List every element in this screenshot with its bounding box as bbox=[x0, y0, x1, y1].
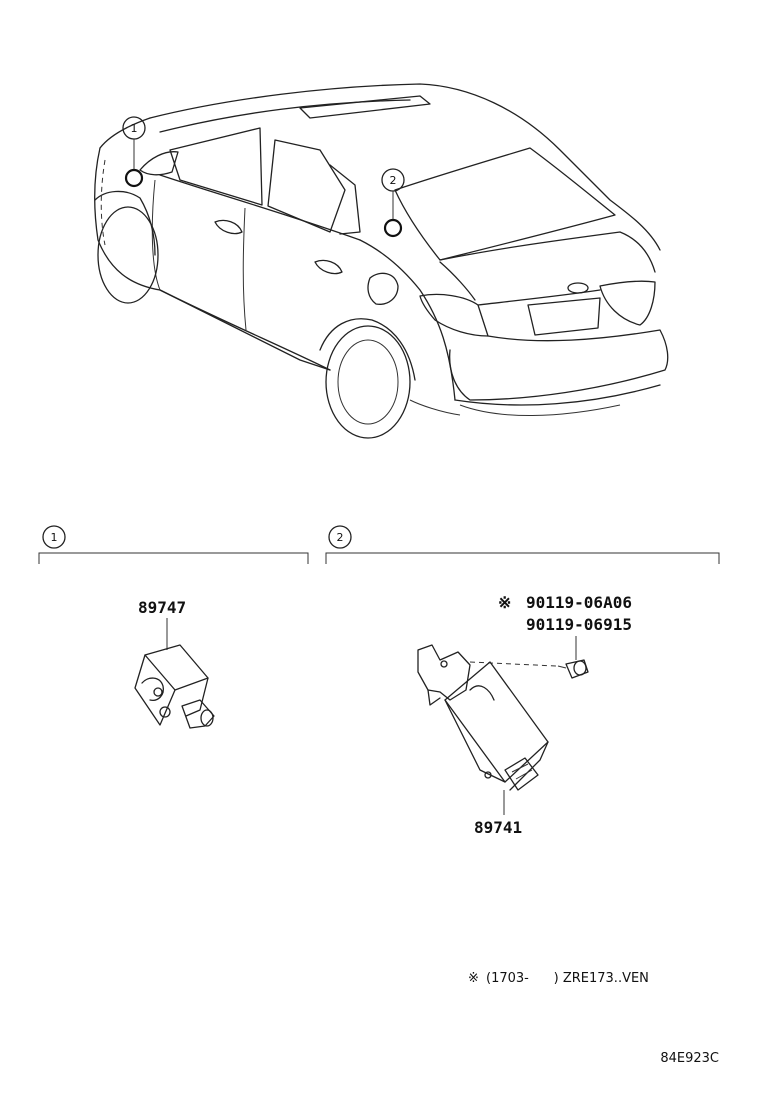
part-90119-06A06-label: 90119-06A06 bbox=[526, 593, 632, 612]
part-90119-06915-label: 90119-06915 bbox=[526, 615, 632, 634]
footnote-text: (1703- ) ZRE173..VEN bbox=[486, 971, 649, 986]
callout-1-label: 1 bbox=[131, 122, 138, 135]
part-89741-label: 89741 bbox=[474, 818, 522, 837]
callout-1-marker bbox=[124, 168, 144, 188]
section-2-header: 2 bbox=[325, 525, 720, 564]
footnote-mark: ※ bbox=[468, 971, 479, 986]
callout-2-marker bbox=[383, 218, 403, 238]
bolt-drawing bbox=[469, 659, 589, 679]
diagram-code: 84E923C bbox=[660, 1051, 719, 1066]
footnote: ※ (1703- ) ZRE173..VEN bbox=[468, 971, 649, 986]
section-1-header: 1 bbox=[38, 525, 309, 564]
part-90119-labels: ※ 90119-06A06 90119-06915 bbox=[498, 593, 632, 660]
part-89747-drawing: 89747 bbox=[134, 598, 215, 729]
section-2-number: 2 bbox=[337, 531, 344, 544]
section-1-number: 1 bbox=[51, 531, 58, 544]
car-illustration: 1 2 bbox=[94, 83, 669, 439]
part-89747-label: 89747 bbox=[138, 598, 186, 617]
ref-mark: ※ bbox=[498, 593, 511, 612]
callout-2-label: 2 bbox=[390, 174, 397, 187]
part-89741-drawing: 89741 bbox=[417, 644, 549, 837]
